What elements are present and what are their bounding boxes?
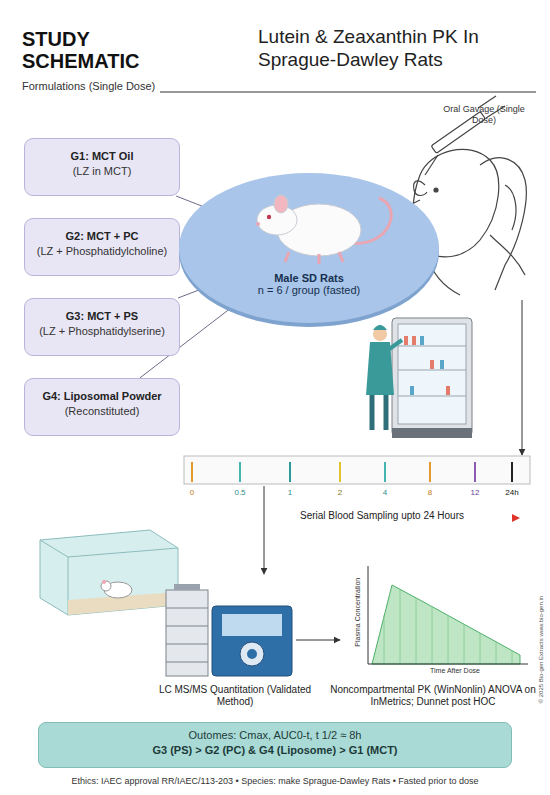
- node-heading: G1: MCT Oil: [31, 150, 173, 162]
- node-heading: G2: MCT + PC: [31, 230, 173, 242]
- annotation-label: 12: [460, 488, 490, 498]
- annotation-label: Time After Dose: [410, 667, 500, 675]
- node-heading: Male SD Rats: [178, 272, 440, 284]
- formulation-box: G1: MCT Oil (LZ in MCT): [24, 138, 180, 196]
- diagram-title: STUDY SCHEMATIC: [22, 28, 147, 72]
- annotation-label: Oral Gavage (Single Dose): [436, 104, 532, 126]
- annotation-label: 1: [275, 488, 305, 498]
- annotation-label: Ethics: IAEC approval RR/IAEC/113-203 • …: [8, 776, 542, 787]
- sampling-timeline: [184, 456, 530, 522]
- annotation-label: Formulations (Single Dose): [22, 80, 182, 93]
- node-body: (Reconstituted): [31, 405, 173, 417]
- node-body: G3 (PS) > G2 (PC) & G4 (Liposome) > G1 (…: [49, 744, 501, 756]
- formulation-box: G2: MCT + PC (LZ + Phosphatidylcholine): [24, 218, 180, 276]
- annotation-label: Noncompartmental PK (WinNonlin) ANOVA on…: [326, 684, 540, 708]
- gavage-leader: [522, 300, 523, 455]
- node-heading: G4: Liposomal Powder: [31, 390, 173, 402]
- pk-chart: [368, 566, 528, 664]
- annotation-label: 2: [325, 488, 355, 498]
- cage-illustration: [40, 530, 178, 615]
- annotation-label: © 2025 Bio-gen Extracts www.bio-gen.in: [538, 535, 545, 765]
- annotation-label: 0: [177, 488, 207, 498]
- sampling-arrow: [264, 486, 265, 574]
- platform-ellipse: Male SD Ratsn = 6 / group (fasted): [178, 168, 440, 328]
- node-body: (LZ in MCT): [31, 165, 173, 177]
- formulation-box: G4: Liposomal Powder (Reconstituted): [24, 378, 180, 436]
- node-body: n = 6 / group (fasted): [178, 284, 440, 296]
- fridge-illustration: [366, 318, 472, 438]
- annotation-label: 24h: [497, 488, 527, 498]
- node-body: (LZ + Phosphatidylserine): [31, 325, 173, 337]
- formulation-box: G3: MCT + PS (LZ + Phosphatidylserine): [24, 298, 180, 356]
- lcms-instrument: [166, 584, 292, 676]
- annotation-label: LC MS/MS Quantitation (Validated Method): [150, 684, 320, 708]
- platform-shape: [178, 168, 440, 328]
- annotation-label: 8: [415, 488, 445, 498]
- annotation-label: 4: [370, 488, 400, 498]
- analysis-arrow: [296, 640, 340, 641]
- header-rule: [160, 92, 536, 93]
- node-body: (LZ + Phosphatidylcholine): [31, 245, 173, 257]
- annotation-label: 0.5: [225, 488, 255, 498]
- rat-figure: [256, 195, 391, 264]
- outcome-box: Outomes: Cmax, AUC0-t, t 1/2 ≈ 8h G3 (PS)…: [38, 722, 512, 768]
- node-heading: Outomes: Cmax, AUC0-t, t 1/2 ≈ 8h: [49, 729, 501, 741]
- annotation-label: Plasma Concentration: [354, 562, 362, 662]
- connector-line: [176, 196, 202, 206]
- annotation-label: Serial Blood Sampling upto 24 Hours: [300, 510, 510, 522]
- node-heading: G3: MCT + PS: [31, 310, 173, 322]
- annotation-label: Lutein & Zeaxanthin PK In Sprague-Dawley…: [258, 26, 490, 72]
